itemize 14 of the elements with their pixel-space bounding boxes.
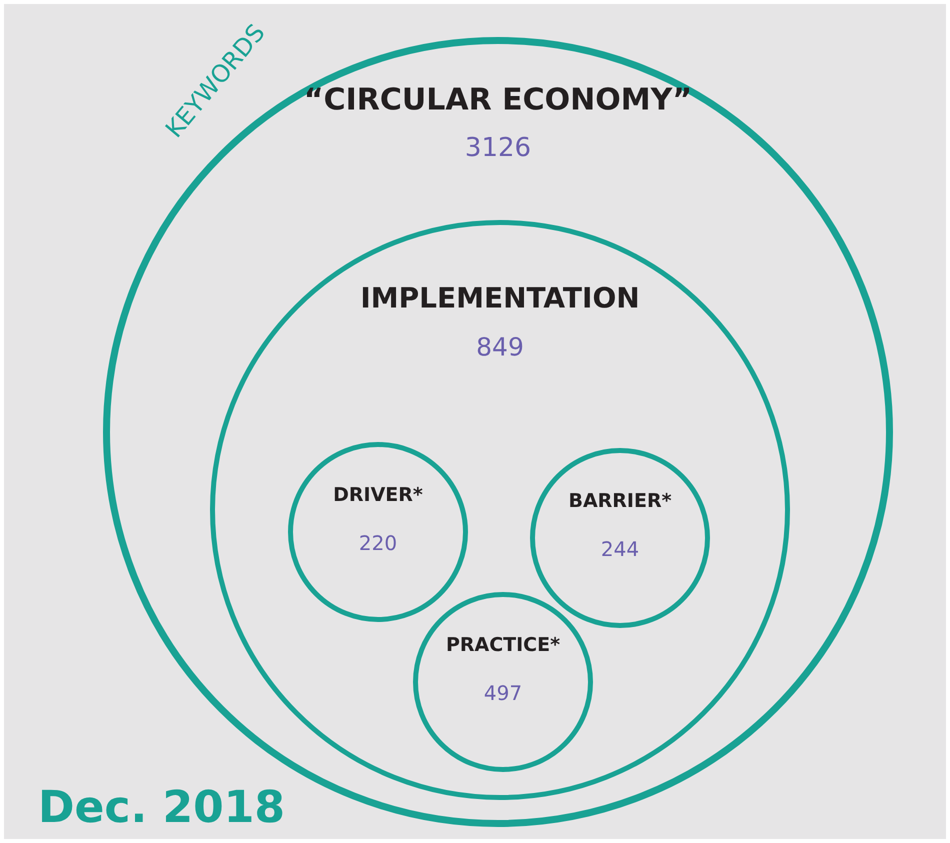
count-value: 497 <box>484 681 522 705</box>
venn-circle <box>530 448 710 628</box>
set-title: BARRIER* <box>568 490 672 512</box>
count-value: 220 <box>358 531 398 555</box>
count-value: 244 <box>600 537 640 561</box>
set-title: DRIVER* <box>333 484 423 506</box>
set-title: IMPLEMENTATION <box>360 282 640 314</box>
date-label: Dec. 2018 <box>38 782 285 833</box>
count-value: 849 <box>476 332 524 362</box>
venn-circle <box>413 592 593 772</box>
count-value: 3126 <box>464 133 532 163</box>
set-title: PRACTICE* <box>446 634 560 656</box>
venn-circle <box>288 442 468 622</box>
set-title: “CIRCULAR ECONOMY” <box>304 82 692 118</box>
